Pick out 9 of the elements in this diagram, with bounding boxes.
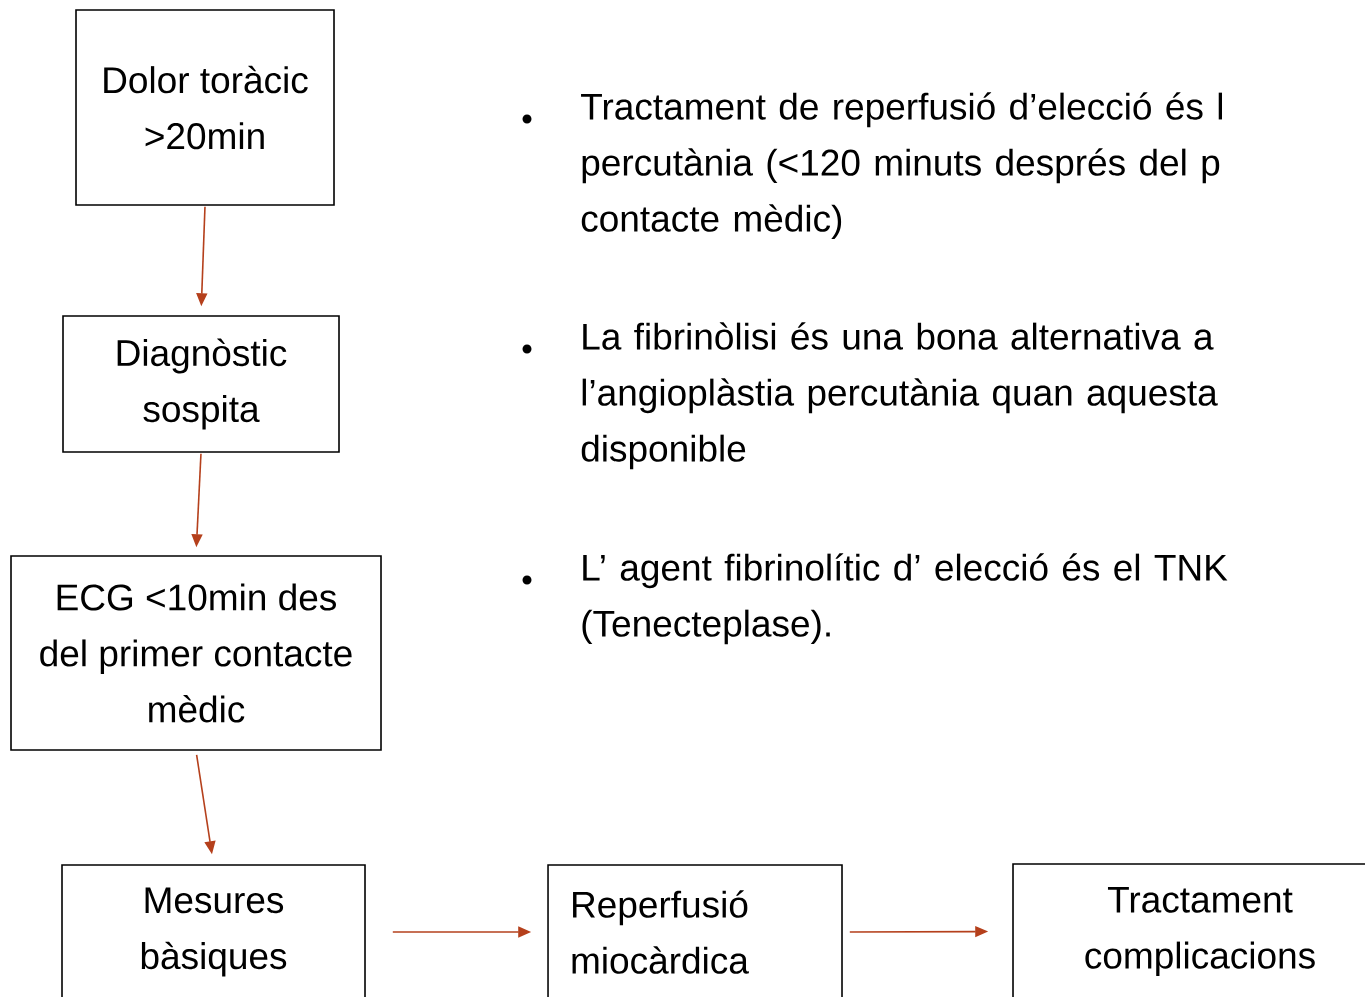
bullet-text: Tractament de reperfusió d’elecció és l percutània (<120 minuts després del p contacte mèdic) [581,92,1222,240]
process-box: Dolor toràcic >20min [75,9,335,206]
bullet-text: L’ agent fibrinolític d’ elecció és el TNK (Tenecteplase). [582,553,1228,645]
process-box: Diagnòstic sospita [62,315,340,453]
process-box: ECG <10min des del primer contacte mèdic [10,555,382,751]
process-box: Reperfusió miocàrdica [547,864,843,997]
process-box: Mesures bàsiques [61,864,366,997]
bullet-text: La fibrinòlisi és una bona alternativa a l’angioplàstia percutània quan aquesta disponible [581,322,1218,470]
process-box: Tractament complicacions [1012,863,1365,997]
